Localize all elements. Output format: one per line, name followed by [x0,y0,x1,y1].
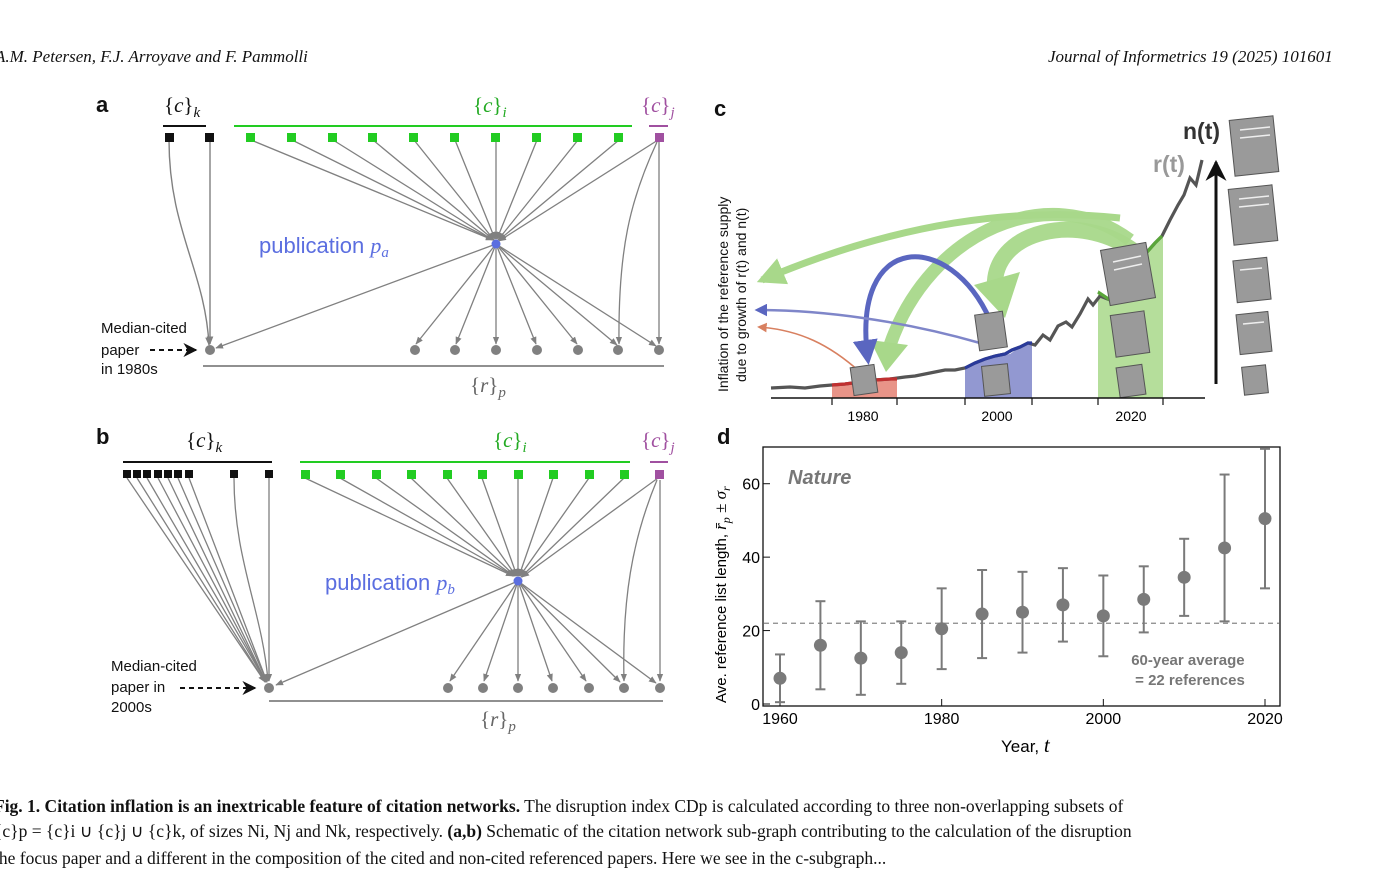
y-tick-label: 0 [751,697,760,714]
data-point [1056,567,1070,643]
point-marker [1258,512,1272,526]
point-marker [1016,605,1029,619]
panel-d-chart: 1960 1980 2000 2020 0 20 40 60 Nature 60-year a… [711,446,1283,757]
panel-a-publication-node [491,239,501,249]
point-marker [773,671,787,685]
panel-a-network: {c}k {c}i {c}j [101,93,675,401]
data-point [935,587,949,671]
panel-b-publication-label: publication pb [325,570,455,598]
point-marker [1056,598,1070,612]
figure-canvas: {c}k {c}i {c}j [101,93,1283,757]
point-marker [1096,609,1110,623]
panel-c-n-label: n(t) [1183,118,1220,144]
panel-a-letter: a [96,92,109,117]
panel-b-k-nodes [123,470,273,478]
panel-a-k-node [205,133,214,142]
data-point [1177,537,1191,617]
running-header-journal: Journal of Informetrics 19 (2025) 101601 [1048,47,1333,66]
x-tick-label: 1960 [762,711,798,728]
data-point [975,568,989,660]
data-point [1258,447,1272,590]
panel-d-ylabel: Ave. reference list length, r̄p ± σr [711,486,733,703]
panel-b-i-nodes [301,470,629,479]
point-marker [975,607,989,621]
panel-b-median-note: Median-cited paper in 2000s [111,658,201,716]
y-tick-label: 60 [742,477,760,494]
svg-text:{c}k: {c}k [186,428,223,456]
data-point [894,620,908,685]
y-tick-label: 40 [742,550,760,567]
panel-d-letter: d [717,424,731,449]
panel-a-publication-label: publication pa [259,233,389,261]
panel-a-refs-label: {r}p [470,373,506,401]
panel-a-set-j-label: {c}j [641,93,675,121]
panel-b-set-j-label: {c}j [641,428,675,456]
panel-a-i-nodes [246,133,623,142]
panel-b-refs-label: {r}p [480,707,516,735]
panel-a-set-i-label: {c}i [473,93,507,121]
panel-b-network: {c}k {c}i {c}j [111,428,675,735]
point-marker [935,622,949,636]
data-point [1016,570,1029,654]
point-marker [894,646,908,660]
y-tick-label: 20 [742,624,760,641]
panel-c-ylabel: Inflation of the reference supply due to… [715,193,749,392]
panel-c-arrow-red [757,322,861,373]
panel-c-illustration: Inflation of the reference supply due to… [715,115,1280,424]
point-marker [1137,592,1151,606]
panel-c-tick: 1980 [847,408,878,424]
svg-text:{r}p: {r}p [470,373,506,401]
x-tick-label: 2000 [1086,711,1122,728]
data-point [773,653,787,704]
svg-text:{c}i: {c}i [493,428,527,456]
panel-d-plot-frame [762,446,1281,707]
panel-a-k-node [165,133,174,142]
panel-a-j-node [655,133,664,142]
panel-c-tick: 2020 [1115,408,1146,424]
svg-text:{c}j: {c}j [641,93,675,121]
figure-caption: Fig. 1. Citation inflation is an inextri… [0,794,1379,871]
panel-d-xlabel: Year, t [1001,733,1051,757]
panel-d-annotation: 60-year average = 22 references [1131,652,1249,689]
panel-a-reference-nodes [205,345,664,355]
panel-a-median-note: Median-cited paper in 1980s [101,320,191,378]
x-tick-label: 2020 [1247,711,1283,728]
svg-text:{c}i: {c}i [473,93,507,121]
panel-d-title: Nature [788,467,851,489]
point-marker [854,651,868,665]
point-marker [1218,541,1232,555]
svg-text:{c}k: {c}k [164,93,201,121]
panel-b-letter: b [96,424,110,449]
panel-b-set-i-label: {c}i [493,428,527,456]
panel-c-arrow-blue [852,254,993,365]
caption-line-1: Fig. 1. Citation inflation is an inextri… [0,796,1124,816]
point-marker [813,638,827,652]
caption-line-3: the focus paper and a different in the c… [0,848,887,868]
data-point [813,600,827,691]
x-tick-label: 1980 [924,711,960,728]
panel-b-set-k-label: {c}k [186,428,223,456]
panel-c-tick: 2000 [981,408,1012,424]
data-point [1096,574,1110,658]
panel-c-r-label: r(t) [1153,151,1185,177]
panel-a-set-k-label: {c}k [164,93,201,121]
point-marker [1177,570,1191,584]
svg-text:{c}j: {c}j [641,428,675,456]
data-point [854,620,868,696]
data-point [1218,473,1232,623]
data-point [1137,565,1151,634]
svg-text:{r}p: {r}p [480,707,516,735]
panel-c-letter: c [714,96,727,121]
caption-line-2: {c}p = {c}i ∪ {c}j ∪ {c}k, of sizes Ni, … [0,821,1132,841]
running-header-authors: A.M. Petersen, F.J. Arroyave and F. Pamm… [0,47,308,66]
